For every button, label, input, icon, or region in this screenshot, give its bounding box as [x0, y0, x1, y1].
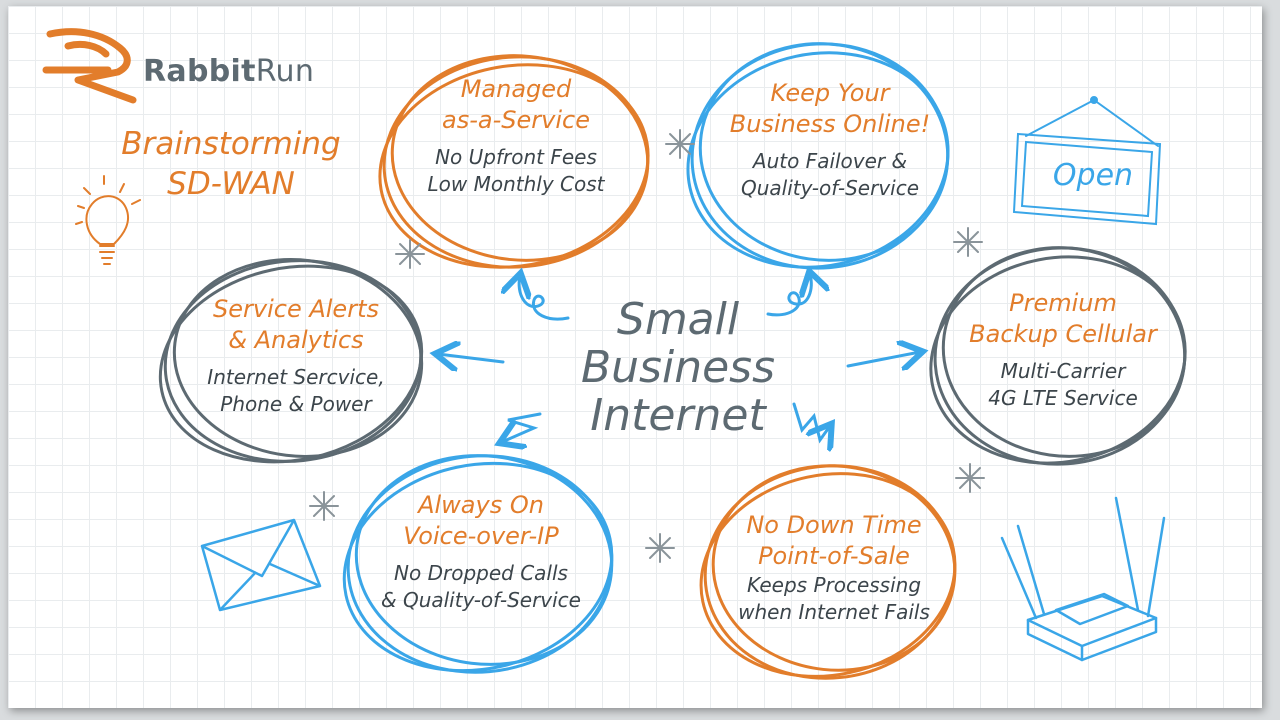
node-heading-line: as-a-Service: [442, 106, 590, 134]
ring-voip: [342, 454, 614, 674]
node-detail-line: & Quality-of-Service: [381, 588, 581, 612]
open-sign-icon: [1012, 96, 1162, 226]
node-heading-line: Premium: [1009, 289, 1117, 317]
node-detail-line: Keeps Processing: [746, 573, 922, 597]
node-detail-line: Phone & Power: [220, 392, 372, 416]
brand-name-light: Run: [255, 54, 315, 89]
envelope-icon: [200, 518, 322, 612]
node-heading-line: & Analytics: [228, 326, 364, 354]
center-title: Small Business Internet: [553, 296, 803, 440]
brand-name-bold: Rabbit: [143, 54, 256, 89]
brand-logo-text: RabbitRun: [143, 54, 314, 89]
node-detail-line: No Upfront Fees: [435, 145, 597, 169]
router-icon: [1000, 496, 1166, 662]
center-line-3: Internet: [590, 390, 766, 441]
node-detail-line: 4G LTE Service: [988, 386, 1138, 410]
rabbit-logo-icon: [42, 28, 137, 104]
diagram-subtitle: Brainstorming SD-WAN: [96, 124, 366, 204]
arrow-icon: [438, 274, 920, 442]
node-heading-line: No Down Time: [746, 511, 922, 539]
sparkle-icon: [309, 129, 985, 563]
ring-pos: [699, 464, 957, 680]
node-detail-line: No Dropped Calls: [394, 561, 568, 585]
subtitle-line-1: Brainstorming: [121, 126, 341, 162]
node-heading-line: Keep Your: [770, 79, 890, 107]
node-voip: Always On Voice-over-IP No Dropped Calls…: [356, 490, 606, 614]
node-online: Keep Your Business Online! Auto Failover…: [710, 78, 950, 202]
ring-alerts: [158, 258, 424, 464]
ring-cellular: [929, 246, 1187, 466]
ring-online: [686, 42, 950, 270]
ring-managed: [378, 54, 650, 269]
center-line-1: Small: [616, 294, 740, 345]
node-detail-line: Low Monthly Cost: [427, 172, 605, 196]
subtitle-line-2: SD-WAN: [167, 166, 295, 202]
node-detail-line: Multi-Carrier: [1000, 359, 1126, 383]
diagram-artwork: [42, 28, 1187, 680]
node-detail-line: Auto Failover &: [752, 149, 908, 173]
lightbulb-icon: [75, 175, 141, 265]
node-detail-line: Internet Sercvice,: [207, 365, 385, 389]
node-heading-line: Backup Cellular: [969, 320, 1157, 348]
node-cellular: Premium Backup Cellular Multi-Carrier 4G…: [948, 288, 1178, 412]
node-heading-line: Business Online!: [729, 110, 931, 138]
center-line-2: Business: [580, 342, 776, 393]
node-detail-line: Quality-of-Service: [740, 176, 920, 200]
node-heading-line: Always On: [418, 491, 544, 519]
node-managed: Managed as-a-Service No Upfront Fees Low…: [396, 74, 636, 198]
node-alerts: Service Alerts & Analytics Internet Serc…: [176, 294, 416, 418]
node-heading-line: Voice-over-IP: [403, 522, 559, 550]
open-sign-text: Open: [1052, 158, 1134, 193]
node-detail-line: when Internet Fails: [738, 600, 930, 624]
node-heading-line: Service Alerts: [213, 295, 379, 323]
node-heading-line: Managed: [460, 75, 572, 103]
node-heading-line: Point-of-Sale: [758, 542, 910, 570]
diagram-canvas: RabbitRun Brainstorming SD-WAN Small Bus…: [8, 6, 1262, 708]
node-pos: No Down Time Point-of-Sale Keeps Process…: [714, 510, 954, 626]
